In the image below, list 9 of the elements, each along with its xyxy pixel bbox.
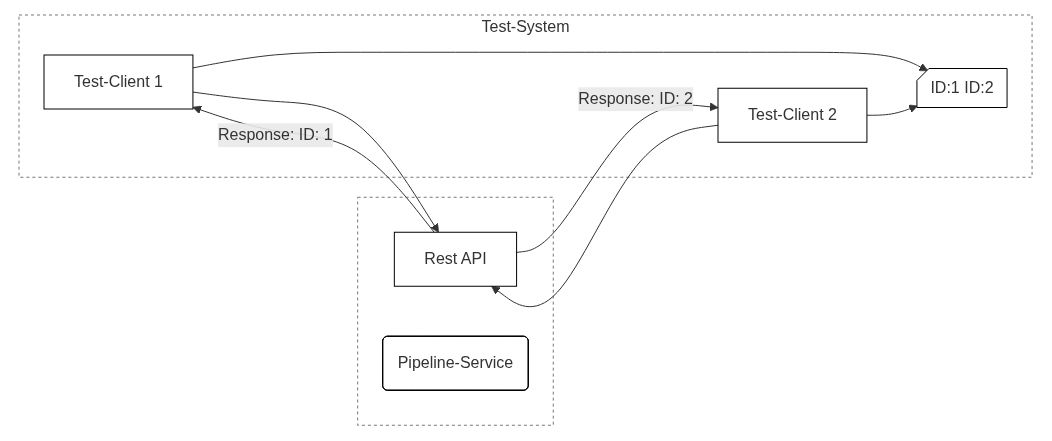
arrow — [192, 52, 929, 72]
node-box: Test-Client 1 — [43, 54, 194, 110]
cluster — [357, 197, 555, 427]
arrow — [866, 104, 919, 117]
arrow — [491, 125, 719, 308]
node-box: Rest API — [394, 232, 518, 288]
edge-label: Response: ID: 1 — [218, 126, 334, 144]
node-box: Test-Client 2 — [717, 88, 868, 144]
edge-label: Response: ID: 2 — [578, 90, 694, 108]
